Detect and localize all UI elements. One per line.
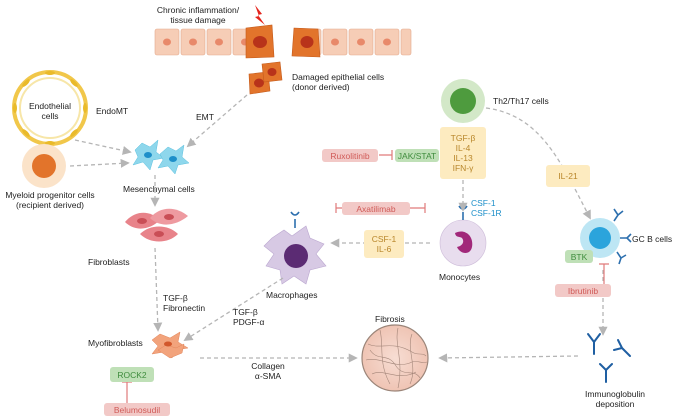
jakstat-box: JAK/STAT [395, 149, 439, 162]
epithelial-cell-row [154, 24, 412, 59]
th-cells-label: Th2/Th17 cells [493, 96, 549, 106]
monocyte-cell [439, 219, 487, 267]
ibrutinib-box: Ibrutinib [555, 284, 611, 297]
monocytes-label: Monocytes [439, 272, 481, 282]
il21-box: IL-21 [546, 165, 590, 187]
belumosudil-box: Belumosudil [104, 403, 170, 416]
fibroblast-cells [125, 208, 188, 242]
csf1-label: CSF-1 [471, 198, 496, 208]
immunoglobulin-label: Immunoglobulin deposition [584, 389, 645, 409]
endothelial-cells [12, 70, 88, 146]
fibrosis-tissue [361, 324, 429, 392]
macrophage-receptor-icon [290, 211, 300, 228]
csf1r-label: CSF-1R [471, 208, 502, 218]
macrophages-label: Macrophages [266, 290, 318, 300]
btk-box: BTK [565, 250, 593, 263]
th-cell [441, 79, 485, 123]
th-cytokines-box: TGF-β IL-4 IL-13 IFN-γ [440, 127, 486, 179]
chronic-inflammation-label: Chronic inflammation/ tissue damage [156, 5, 240, 25]
myofibroblasts-label: Myofibroblasts [88, 338, 143, 348]
gcb-label: GC B cells [632, 234, 673, 244]
mesenchymal-cells [132, 139, 190, 175]
tgf-fibronectin-label: TGF-β Fibronectin [163, 293, 206, 313]
mesenchymal-label: Mesenchymal cells [123, 184, 195, 194]
fibroblasts-label: Fibroblasts [88, 257, 130, 267]
immunoglobulin-icons [587, 333, 631, 383]
damaged-epithelial-label: Damaged epithelial cells (donor derived) [292, 72, 385, 92]
lightning-icon [255, 5, 265, 25]
gc-b-cell [580, 208, 632, 265]
axatilimab-box: Axatilimab [342, 202, 410, 215]
endothelial-label: Endothelial cells [28, 101, 72, 121]
rock2-box: ROCK2 [110, 367, 154, 382]
endomt-label: EndoMT [96, 106, 129, 116]
fibrosis-label: Fibrosis [375, 314, 405, 324]
csf-il6-box: CSF-1 IL-6 [364, 230, 404, 258]
myeloid-label: Myeloid progenitor cells (recipient deri… [5, 190, 95, 210]
tgf-pdgf-label: TGF-β PDGF-α [233, 307, 265, 327]
emt-label: EMT [196, 112, 214, 122]
myeloid-progenitor-cell [22, 144, 66, 188]
ruxolitinib-box: Ruxolitinib [322, 149, 378, 162]
damaged-epithelial-cells [248, 61, 283, 95]
collagen-label: Collagen α-SMA [251, 361, 285, 381]
macrophage-cell [263, 225, 327, 285]
